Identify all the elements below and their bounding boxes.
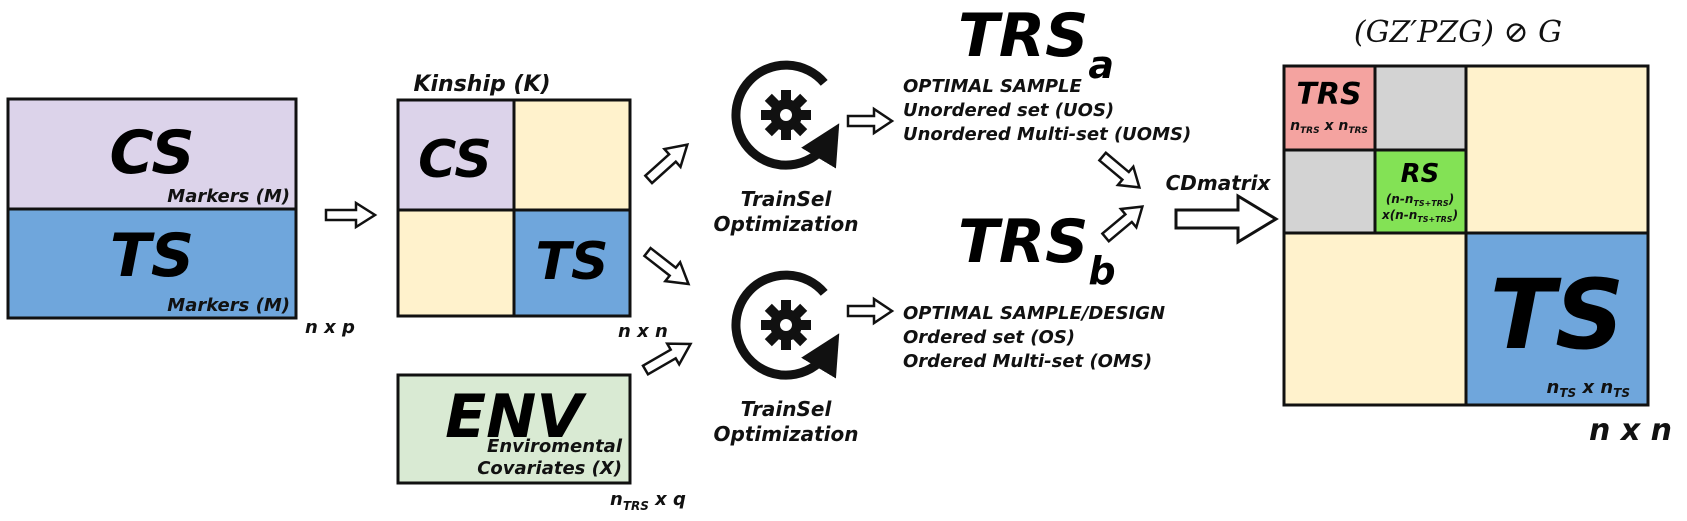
kinship-title: Kinship (K) <box>413 72 550 97</box>
arrow-trs-a-to-cdmatrix <box>1097 150 1142 189</box>
result-rs-line1-sub: TS+TRS <box>1413 199 1449 208</box>
markers-dims: n x p <box>305 317 355 338</box>
result-ts-block <box>1464 231 1650 407</box>
result-formula: (GZ′PZG) ⊘ G <box>1354 15 1562 50</box>
cdmatrix-label: CDmatrix <box>1166 171 1272 195</box>
gear-cycle-icon <box>731 270 840 380</box>
arrow-env-to-bottom-opt <box>641 342 693 377</box>
trs-b-title-main: TRS <box>958 207 1088 277</box>
env-dims-sub: TRS <box>623 499 649 513</box>
result-trs-dims: nTRS x nTRS <box>1290 118 1368 136</box>
arrow-top-opt-to-trs-a <box>846 106 895 136</box>
markers-ts-label: TS <box>110 221 194 291</box>
result-ts-dim-b-sub: TS <box>1613 386 1630 400</box>
result-rs-line2-a: x(n-n <box>1381 208 1417 222</box>
trs-a-title-sub: a <box>1088 43 1114 87</box>
trs-b-group: TRSb OPTIMAL SAMPLE/DESIGN Ordered set (… <box>903 207 1165 372</box>
result-gray-lower <box>1282 148 1377 235</box>
optimization-bottom-line2: Optimization <box>714 422 859 446</box>
trs-a-title: TRSa <box>958 1 1114 87</box>
markers-matrix: CS Markers (M) TS Markers (M) n x p <box>6 97 355 338</box>
trs-a-title-main: TRS <box>958 1 1088 71</box>
env-dims-main: n <box>610 489 623 510</box>
env-sub-line2: Covariates (X) <box>477 458 622 479</box>
markers-ts-sub: Markers (M) <box>167 295 290 316</box>
trs-b-line1: OPTIMAL SAMPLE/DESIGN <box>903 303 1165 324</box>
result-dims: n x n <box>1589 413 1672 448</box>
optimization-top-line2: Optimization <box>714 212 859 236</box>
result-rs-line1-b: ) <box>1448 192 1454 206</box>
markers-ts-block <box>6 207 298 320</box>
result-ts-dim-x: x <box>1576 377 1600 398</box>
trs-b-title-sub: b <box>1088 249 1115 293</box>
result-rs-line1: (n-nTS+TRS) <box>1386 192 1454 208</box>
env-dims: nTRS x q <box>610 489 686 513</box>
result-trs-dim-x: x <box>1320 118 1339 134</box>
markers-cs-sub: Markers (M) <box>167 186 290 207</box>
result-trs-dim-b: n <box>1338 118 1348 134</box>
cdmatrix-arrow <box>1174 193 1279 245</box>
optimization-bottom-line1: TrainSel <box>741 397 833 421</box>
optimization-top-line1: TrainSel <box>741 187 833 211</box>
trs-a-group: TRSa OPTIMAL SAMPLE Unordered set (UOS) … <box>903 1 1191 145</box>
arrow-markers-to-kinship <box>324 200 378 230</box>
result-rs-line2: x(n-nTS+TRS) <box>1381 208 1458 224</box>
trs-b-title: TRSb <box>958 207 1116 293</box>
result-ts-dim-a: n <box>1547 377 1560 398</box>
result-trs-dim-a-sub: TRS <box>1300 126 1320 136</box>
optimization-bottom: TrainSel Optimization <box>714 270 859 446</box>
trs-a-line1: OPTIMAL SAMPLE <box>903 76 1083 97</box>
result-rs-line2-sub: TS+TRS <box>1417 215 1453 224</box>
result-rs-label: RS <box>1401 159 1440 189</box>
markers-cs-label: CS <box>109 118 194 188</box>
kinship-matrix: Kinship (K) CS TS n x n <box>396 72 668 342</box>
result-ts-dims: nTS x nTS <box>1547 377 1630 400</box>
kinship-ts-label: TS <box>536 232 609 292</box>
result-trs-dim-a: n <box>1290 118 1300 134</box>
optimization-top: TrainSel Optimization <box>714 60 859 236</box>
result-ts-label: TS <box>1490 259 1625 371</box>
trs-b-line2: Ordered set (OS) <box>903 327 1075 348</box>
result-trs-dim-b-sub: TRS <box>1348 126 1368 136</box>
result-rs-line1-a: (n-n <box>1386 192 1414 206</box>
env-block <box>396 373 632 485</box>
kinship-dims: n x n <box>618 321 668 342</box>
arrow-kinship-to-top-opt <box>643 142 690 185</box>
trs-b-line3: Ordered Multi-set (OMS) <box>903 351 1152 372</box>
kinship-lower-left <box>396 208 516 318</box>
result-ts-dim-a-sub: TS <box>1559 386 1576 400</box>
result-gray-upper <box>1373 64 1468 152</box>
env-sub-line1: Enviromental <box>487 436 623 457</box>
gear-cycle-icon <box>731 60 840 170</box>
result-matrix: (GZ′PZG) ⊘ G TRS nTRS x nTRS RS (n-nTS+T… <box>1282 15 1672 448</box>
markers-cs-block <box>6 97 298 211</box>
kinship-cs-label: CS <box>418 130 492 190</box>
result-trs-label: TRS <box>1296 77 1361 112</box>
trs-a-line2: Unordered set (UOS) <box>903 100 1114 121</box>
trs-a-line3: Unordered Multi-set (UOMS) <box>903 124 1191 145</box>
result-rs-block <box>1373 148 1468 235</box>
kinship-ts-block <box>512 208 632 318</box>
env-label: ENV <box>445 382 587 452</box>
env-matrix: ENV Enviromental Covariates (X) nTRS x q <box>396 373 686 513</box>
arrow-kinship-to-bottom-opt <box>642 246 691 286</box>
arrow-bottom-opt-to-trs-b <box>846 296 895 326</box>
result-ts-dim-b: n <box>1600 377 1613 398</box>
arrow-trs-b-to-cdmatrix <box>1100 205 1145 244</box>
env-dims-tail: x q <box>649 489 686 510</box>
result-rs-line2-b: ) <box>1452 208 1458 222</box>
kinship-upper-right <box>512 98 632 212</box>
